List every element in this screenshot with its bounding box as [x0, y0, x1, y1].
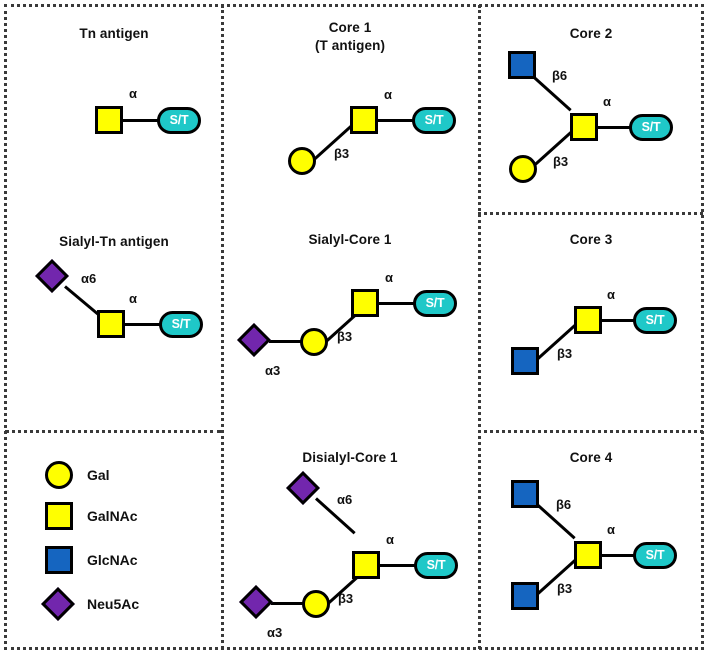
node-galnac — [352, 551, 380, 579]
bond-galnac-peptide — [597, 126, 637, 129]
galnac-square-icon — [41, 499, 77, 533]
legend-item-gal: Gal — [41, 458, 110, 492]
node-glcnac-upper — [511, 480, 539, 508]
bond-neu5ac-gal — [269, 340, 305, 343]
linkage-label-alpha: α — [129, 291, 137, 306]
linkage-label-alpha6: α6 — [337, 492, 353, 507]
linkage-label-alpha: α — [607, 522, 615, 537]
linkage-label-alpha3: α3 — [265, 363, 281, 378]
panel-title-disialyl-core-1: Disialyl-Core 1 — [302, 450, 398, 465]
panel-title-tn-antigen: Tn antigen — [79, 26, 149, 41]
panel-disialyl-core-1: Disialyl-Core 1 S/T α6 α3 β3 α — [224, 430, 476, 647]
linkage-label-beta3: β3 — [557, 346, 573, 361]
bond-galnac-peptide — [378, 119, 420, 122]
glcnac-square-icon — [41, 543, 77, 577]
gal-circle-icon — [41, 458, 77, 492]
bond-neu5ac-lower-gal — [271, 602, 307, 605]
node-glcnac — [508, 51, 536, 79]
panel-subtitle-core-1: (T antigen) — [314, 38, 386, 53]
linkage-label-alpha6: α6 — [81, 271, 97, 286]
linkage-label-beta3: β3 — [553, 154, 569, 169]
legend-item-neu5ac: Neu5Ac — [41, 587, 139, 621]
node-galnac — [95, 106, 123, 134]
legend-label-neu5ac: Neu5Ac — [87, 596, 140, 612]
panel-sialyl-core-1: Sialyl-Core 1 S/T α3 β3 α — [224, 215, 476, 430]
linkage-label-beta3: β3 — [338, 591, 354, 606]
panel-title-core-1: Core 1 — [328, 20, 372, 35]
node-peptide-st: S/T — [157, 107, 201, 134]
node-gal — [302, 590, 330, 618]
linkage-label-beta3: β3 — [337, 329, 353, 344]
column-divider-right — [478, 5, 481, 649]
bond-galnac-peptide — [601, 319, 641, 322]
panel-title-sialyl-tn-antigen: Sialyl-Tn antigen — [59, 234, 169, 249]
node-glcnac — [511, 347, 539, 375]
bond-galnac-peptide — [379, 302, 421, 305]
neu5ac-diamond-icon — [41, 587, 77, 621]
legend-label-galnac: GalNAc — [87, 508, 138, 524]
node-gal — [300, 328, 328, 356]
bond-galnac-peptide — [601, 554, 641, 557]
figure-border — [4, 4, 704, 650]
legend-label-gal: Gal — [87, 467, 110, 483]
bond-galnac-peptide — [122, 119, 164, 122]
linkage-label-alpha: α — [129, 86, 137, 101]
node-peptide-st: S/T — [412, 107, 456, 134]
panel-title-core-4: Core 4 — [569, 450, 613, 465]
node-peptide-st: S/T — [413, 290, 457, 317]
node-glcnac-lower — [511, 582, 539, 610]
node-gal — [509, 155, 537, 183]
node-gal — [288, 147, 316, 175]
linkage-label-alpha: α — [607, 287, 615, 302]
node-peptide-st: S/T — [414, 552, 458, 579]
linkage-label-beta6: β6 — [552, 68, 568, 83]
node-galnac — [570, 113, 598, 141]
bond-galnac-peptide — [380, 564, 422, 567]
linkage-label-beta3: β3 — [557, 581, 573, 596]
linkage-label-beta6: β6 — [556, 497, 572, 512]
legend-item-glcnac: GlcNAc — [41, 543, 138, 577]
column-divider-left — [221, 5, 224, 649]
linkage-label-alpha: α — [386, 532, 394, 547]
node-peptide-st: S/T — [159, 311, 203, 338]
linkage-label-alpha: α — [603, 94, 611, 109]
panel-sialyl-tn-antigen: Sialyl-Tn antigen S/T α6 α — [7, 212, 221, 430]
legend-label-glcnac: GlcNAc — [87, 552, 138, 568]
row-divider-right-2 — [478, 430, 703, 433]
linkage-label-alpha3: α3 — [267, 625, 283, 640]
panel-core-4: Core 4 S/T β6 β3 α — [481, 430, 701, 647]
panel-core-1: Core 1 (T antigen) S/T β3 α — [224, 7, 476, 215]
panel-title-core-3: Core 3 — [569, 232, 613, 247]
node-galnac — [574, 306, 602, 334]
node-galnac — [351, 289, 379, 317]
node-peptide-st: S/T — [633, 542, 677, 569]
node-peptide-st: S/T — [633, 307, 677, 334]
node-galnac — [350, 106, 378, 134]
bond-galnac-peptide — [125, 323, 167, 326]
panel-title-sialyl-core-1: Sialyl-Core 1 — [308, 232, 392, 247]
node-galnac — [97, 310, 125, 338]
linkage-label-alpha: α — [385, 270, 393, 285]
node-peptide-st: S/T — [629, 114, 673, 141]
node-neu5ac-lower — [239, 585, 273, 619]
linkage-label-beta3: β3 — [334, 146, 350, 161]
row-divider-left — [5, 430, 221, 433]
linkage-label-alpha: α — [384, 87, 392, 102]
panel-title-core-2: Core 2 — [569, 26, 613, 41]
panel-core-2: Core 2 S/T β6 β3 α — [481, 7, 701, 212]
node-galnac — [574, 541, 602, 569]
panel-core-3: Core 3 S/T β3 α — [481, 212, 701, 430]
node-neu5ac — [237, 323, 271, 357]
panel-tn-antigen: Tn antigen S/T α — [7, 7, 221, 430]
legend: Gal GalNAc GlcNAc Neu5Ac — [7, 433, 221, 647]
row-divider-right-1 — [478, 212, 703, 215]
legend-item-galnac: GalNAc — [41, 499, 138, 533]
